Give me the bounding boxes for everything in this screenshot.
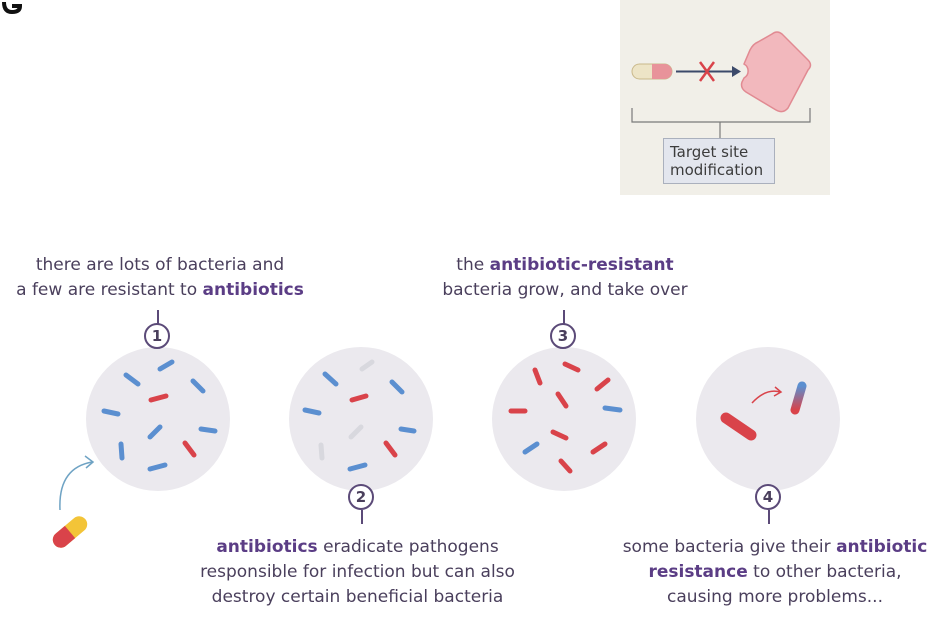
bacterium [398, 426, 417, 434]
bacterium [383, 440, 398, 458]
antibiotic-pill-icon [52, 516, 88, 548]
dish-3 [492, 347, 636, 491]
step-4-connector [768, 510, 770, 524]
step-2-connector [361, 510, 363, 524]
resistant-bacterium-large [720, 412, 757, 441]
step-2-marker: 2 [348, 484, 374, 510]
bacterium [147, 462, 168, 472]
step-2-caption-line1-text: eradicate pathogens [317, 537, 499, 557]
bacterium [148, 393, 169, 403]
step-4-caption-line1-text: some bacteria give their [622, 537, 837, 557]
step-4-caption-bold2: resistance [648, 562, 748, 582]
target-site-inset [620, 0, 830, 195]
step-4-caption: some bacteria give their antibiotic resi… [610, 535, 940, 610]
bacterium [118, 441, 125, 461]
bacterium [532, 367, 543, 386]
step-3-caption: the antibiotic-resistant bacteria grow, … [425, 253, 705, 303]
target-site-label-line2: modification [670, 161, 764, 179]
step-2-caption: antibiotics eradicate pathogens responsi… [185, 535, 530, 610]
bacterium [347, 462, 368, 472]
step-1-caption-line1: there are lots of bacteria and [35, 255, 285, 275]
step-1-marker: 1 [144, 323, 170, 349]
heading-fragment [2, 1, 23, 14]
bacterium [389, 379, 405, 395]
inset-pill-icon [631, 63, 673, 80]
bacterium [359, 359, 375, 372]
step-3-connector [563, 310, 565, 324]
step-4-caption-line2-text: to other bacteria, [747, 562, 902, 582]
step-3-marker: 3 [550, 323, 576, 349]
bacterium [123, 372, 141, 387]
step-4-marker: 4 [755, 484, 781, 510]
blocked-arrow-icon [676, 61, 741, 82]
step-4-caption-bold1: antibiotic [836, 537, 928, 557]
curved-arrow-icon [59, 455, 95, 511]
bacterium [318, 442, 325, 461]
bacterium [182, 440, 197, 458]
dish-4 [696, 347, 840, 491]
step-4-caption-line3: causing more problems... [667, 587, 883, 607]
step-1-caption-line2: a few are resistant to antibiotics [10, 278, 310, 303]
step-1-caption-bold: antibiotics [202, 280, 304, 300]
bacterium [348, 424, 364, 440]
bacterium [349, 393, 369, 403]
step-2-caption-line3: destroy certain beneficial bacteria [211, 587, 504, 607]
step-3-caption-line1-text: the [456, 255, 490, 275]
step-3-caption-line1: the antibiotic-resistant [425, 253, 705, 278]
receiving-bacterium [790, 381, 807, 415]
bacterium [101, 408, 121, 417]
target-site-shape [740, 31, 812, 113]
step-1-caption-line2-text: a few are resistant to [16, 280, 203, 300]
step-1-caption: there are lots of bacteria and a few are… [10, 253, 310, 303]
step-4-caption-line1: some bacteria give their antibiotic [610, 535, 940, 560]
step-2-caption-line2: responsible for infection but can also [200, 562, 515, 582]
bacterium [157, 359, 175, 372]
step-2-caption-bold: antibiotics [216, 537, 318, 557]
transfer-arrow-icon [751, 386, 783, 404]
bacterium [602, 405, 623, 413]
bacterium [550, 429, 569, 441]
target-site-label-line1: Target site [670, 143, 749, 161]
bacterium [190, 378, 206, 394]
step-4-caption-line2: resistance to other bacteria, [610, 560, 940, 585]
bacterium [147, 424, 163, 440]
bacterium [590, 441, 608, 455]
bacterium [558, 458, 573, 474]
step-1-connector [157, 310, 159, 324]
bacterium [302, 407, 322, 416]
target-site-icon [631, 31, 812, 138]
bacterium [198, 426, 218, 434]
step-2-caption-line1: antibiotics eradicate pathogens [185, 535, 530, 560]
bacterium [594, 377, 611, 392]
step-3-caption-bold: antibiotic-resistant [489, 255, 674, 275]
bacterium [555, 391, 569, 409]
target-site-label: Target site modification [663, 138, 775, 184]
bacterium [322, 371, 339, 387]
step-3-caption-line2: bacteria grow, and take over [442, 280, 688, 300]
bacterium [522, 441, 540, 455]
bacterium [562, 361, 581, 373]
